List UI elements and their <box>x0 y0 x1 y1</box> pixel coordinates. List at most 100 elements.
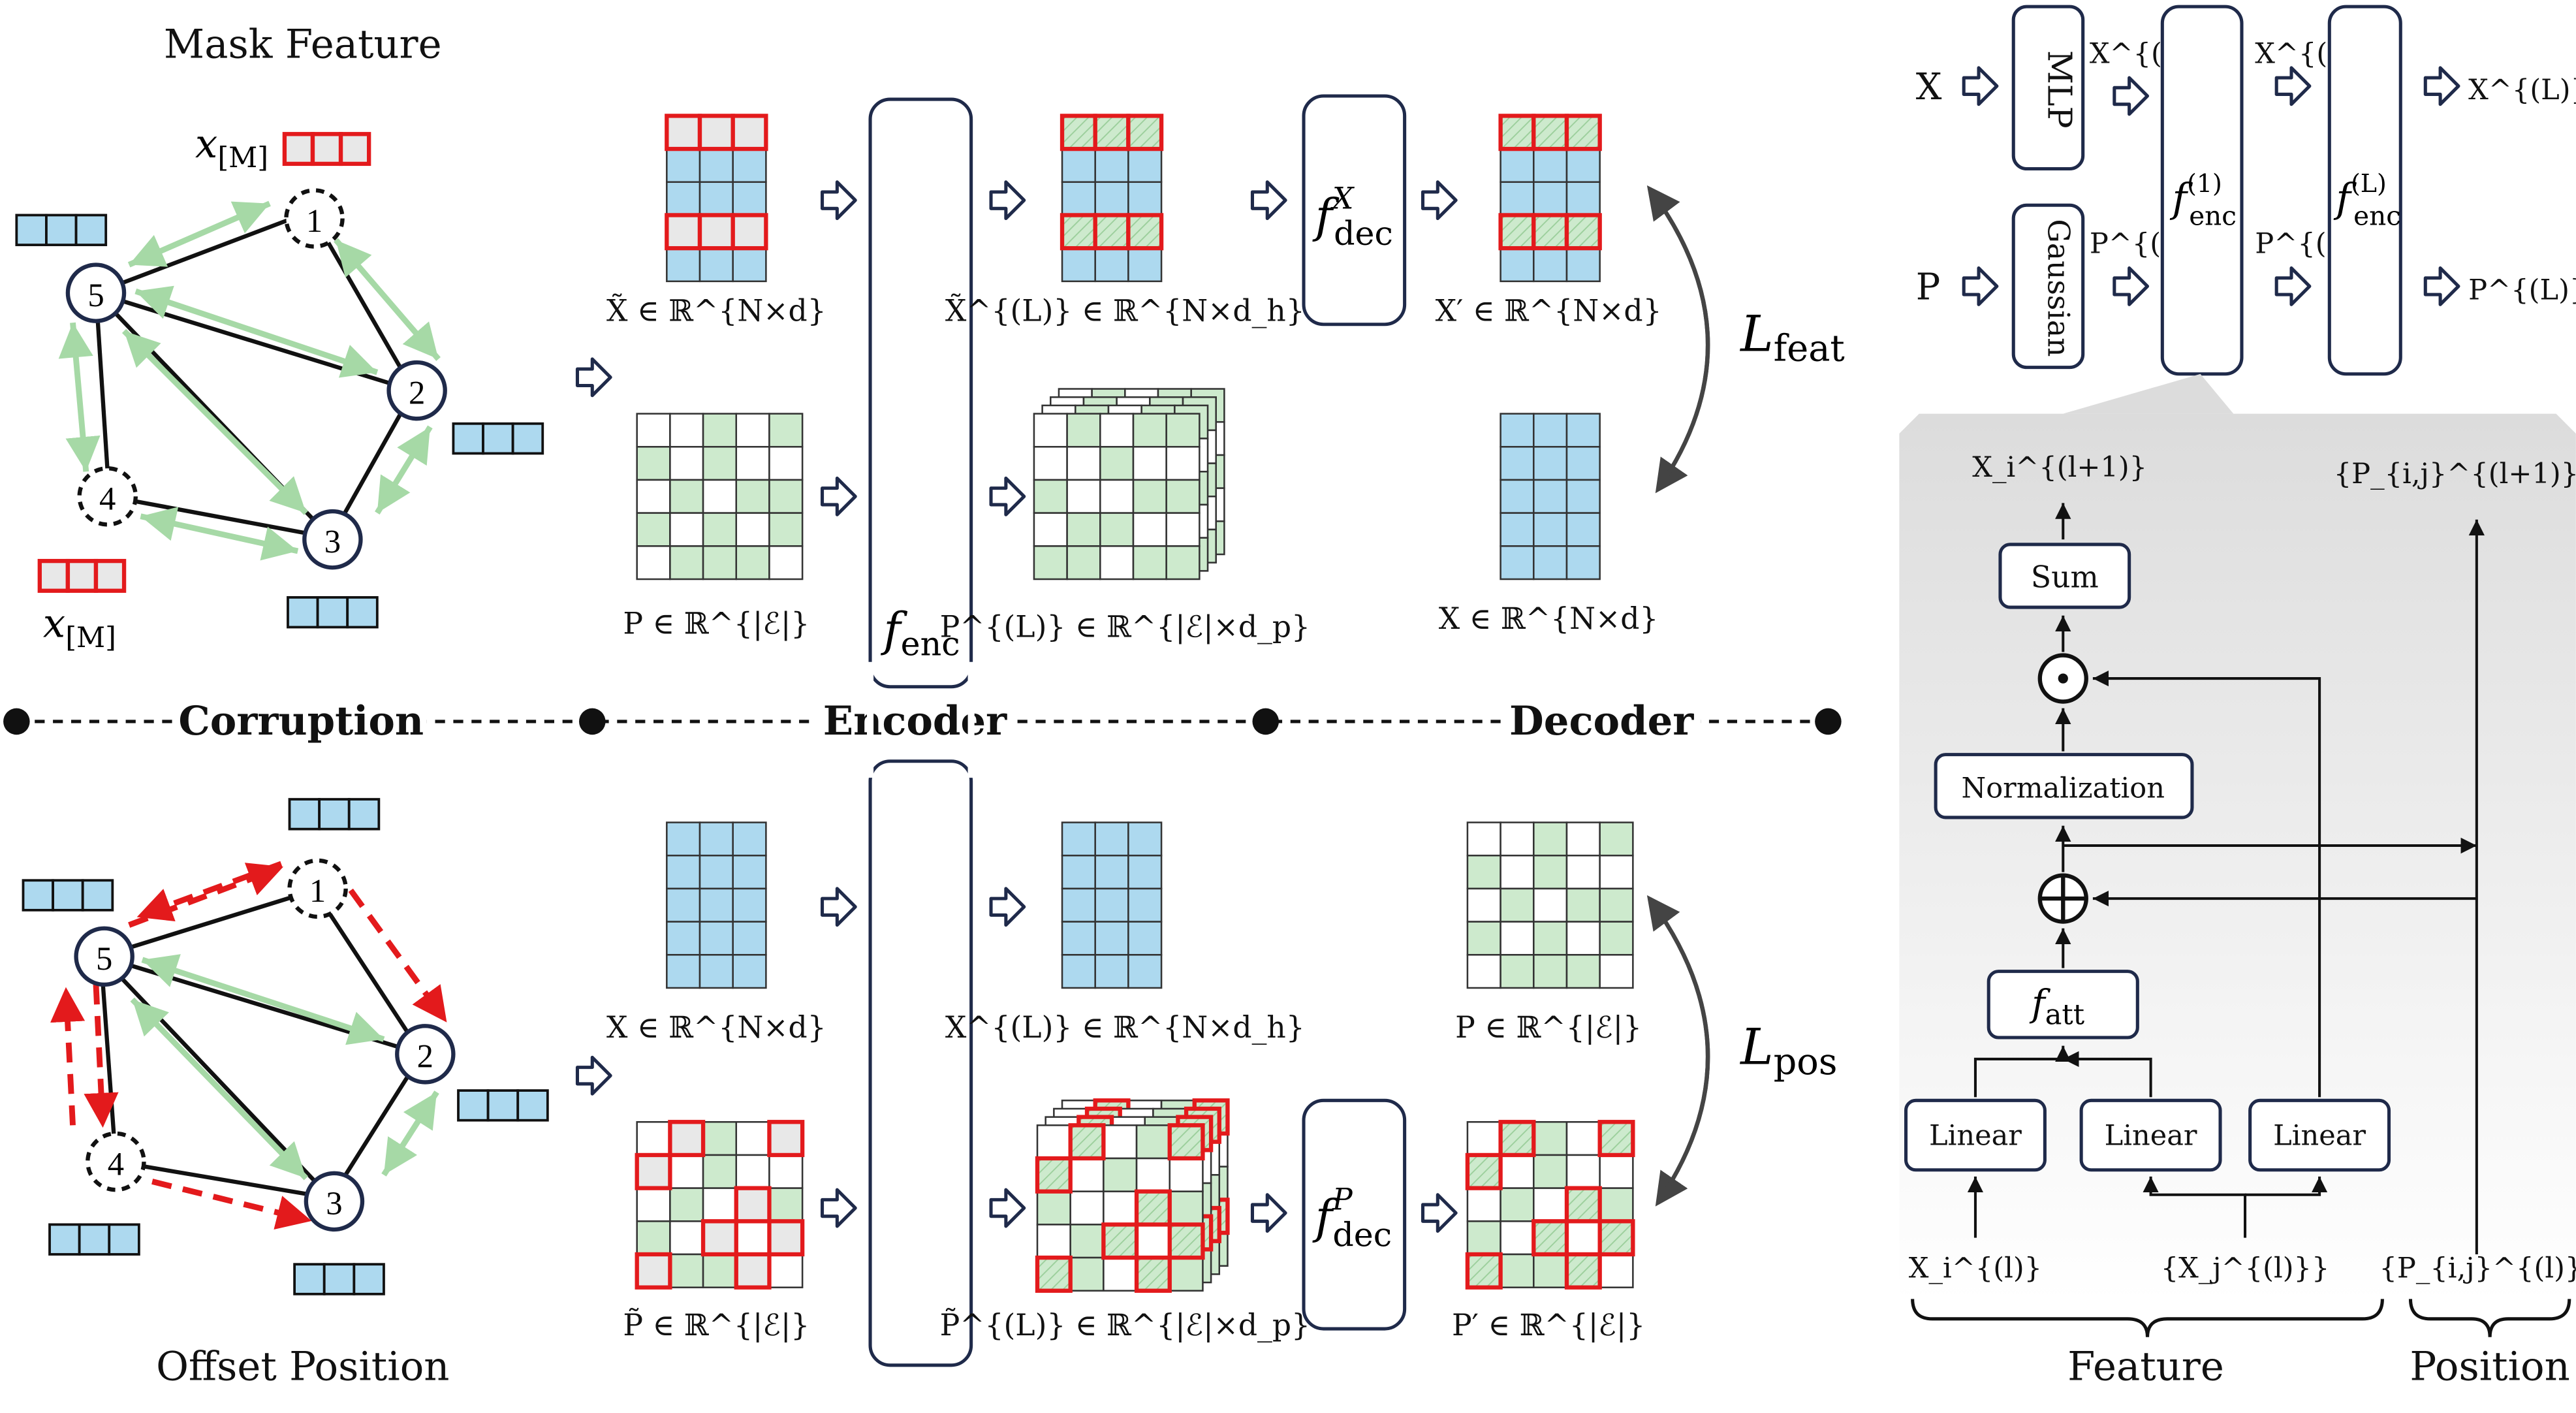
gaussian-label: Gaussian <box>2041 219 2075 357</box>
matrix-cell <box>768 545 804 580</box>
input-p: P <box>1916 266 1941 309</box>
matrix-cell <box>636 1220 671 1256</box>
loss-feat: Lfeat <box>1646 185 1845 494</box>
matrix-cell <box>666 247 701 283</box>
matrix-cell <box>1094 854 1129 890</box>
offset-bar-node1 <box>288 798 381 831</box>
x-target-matrix <box>1500 413 1601 580</box>
matrix-cell <box>666 181 701 216</box>
flow-arrow-icon <box>2113 266 2150 306</box>
matrix-cell <box>669 512 704 547</box>
matrix-cell <box>1599 1187 1634 1222</box>
offset-bar-node3 <box>293 1263 385 1295</box>
mask-token-label-bottom: x[M] <box>43 601 116 654</box>
svg-text:Lpos: Lpos <box>1739 1018 1837 1083</box>
matrix-cell <box>735 545 770 580</box>
matrix-cell <box>1500 445 1535 481</box>
xL-label: X^{(L)} <box>2468 74 2576 106</box>
matrix-cell <box>1099 479 1135 514</box>
matrix-cell <box>732 854 767 890</box>
matrix-cell <box>1466 887 1501 923</box>
matrix-cell <box>735 1220 770 1256</box>
matrix-cell <box>1033 413 1068 448</box>
matrix-cell <box>699 954 734 989</box>
svg-text:3: 3 <box>324 523 341 560</box>
matrix-cell <box>1127 954 1163 989</box>
svg-text:2: 2 <box>409 374 425 411</box>
offset-cell <box>635 1252 672 1290</box>
matrix-cell <box>1565 413 1601 448</box>
matrix-cell <box>1466 1120 1501 1156</box>
offset-cell <box>1531 1219 1569 1257</box>
flow-arrow-icon <box>575 357 612 398</box>
position-caption: Position <box>2410 1344 2569 1390</box>
flow-arrow-icon <box>2423 66 2460 106</box>
matrix-cell <box>699 921 734 956</box>
svg-text:2: 2 <box>417 1038 433 1075</box>
matrix-cell <box>1127 821 1163 857</box>
matrix-cell <box>699 854 734 890</box>
feature-bar-node2 <box>452 422 544 455</box>
matrix-cell <box>1565 1120 1601 1156</box>
stage-label-decoder: Decoder <box>1509 698 1694 744</box>
matrix-cell <box>1533 1253 1568 1288</box>
matrix-cell <box>768 1154 804 1189</box>
svg-text:4: 4 <box>108 1145 124 1182</box>
p-target-matrix <box>1466 821 1634 989</box>
offset-cell <box>734 1252 772 1290</box>
matrix-cell <box>1533 413 1568 448</box>
svg-text:1: 1 <box>309 872 326 909</box>
x-matrix <box>666 821 767 989</box>
matrix-cell <box>1565 887 1601 923</box>
matrix-cell <box>1094 181 1129 216</box>
masked-cell <box>730 114 768 151</box>
pL-label: P^{(L)} <box>2468 274 2576 307</box>
matrix-cell <box>1061 954 1096 989</box>
matrix-cell <box>1103 1190 1138 1226</box>
x-tilde-L-matrix <box>1060 114 1164 283</box>
matrix-cell <box>699 247 734 283</box>
offset-cell <box>1134 1255 1172 1293</box>
matrix-cell <box>1599 1253 1634 1288</box>
matrix-cell <box>636 479 671 514</box>
matrix-cell <box>1565 1220 1601 1256</box>
matrix-cell <box>1169 1190 1204 1226</box>
svg-text:Lfeat: Lfeat <box>1739 304 1845 370</box>
matrix-cell <box>666 954 701 989</box>
flow-arrow-icon <box>821 1188 857 1228</box>
matrix-cell <box>1565 854 1601 890</box>
matrix-cell <box>1099 413 1135 448</box>
green-message-edges <box>58 200 441 561</box>
matrix-cell <box>1132 512 1167 547</box>
formula-x-tilde: X̃ ∈ ℝ^{N×d} <box>606 293 826 328</box>
offset-cell <box>1564 1252 1602 1290</box>
offset-bar-node2 <box>457 1089 549 1122</box>
matrix-cell <box>699 821 734 857</box>
matrix-cell <box>702 545 738 580</box>
feature-bar-node5 <box>15 214 108 246</box>
matrix-cell <box>1033 479 1068 514</box>
matrix-cell <box>768 445 804 481</box>
matrix-cell <box>669 413 704 448</box>
offset-cell <box>1465 1152 1503 1190</box>
matrix-cell <box>1061 181 1096 216</box>
matrix-cell <box>1533 512 1568 547</box>
matrix-cell <box>1500 148 1535 183</box>
formula-x-dec: X ∈ ℝ^{N×d} <box>1439 601 1659 636</box>
formula-labels: X̃ ∈ ℝ^{N×d} P ∈ ℝ^{|ℰ|} X ∈ ℝ^{N×d} P̃ … <box>606 293 1662 1342</box>
offset-cell <box>1101 1222 1139 1260</box>
matrix-cell <box>1069 1157 1105 1192</box>
flow-arrow-icon <box>1962 266 1999 306</box>
matrix-cell <box>702 479 738 514</box>
matrix-cell <box>1565 954 1601 989</box>
matrix-cell <box>1135 1157 1171 1192</box>
position-brace <box>2408 1299 2571 1337</box>
linear-label-3: Linear <box>2273 1120 2366 1152</box>
matrix-cell <box>1533 921 1568 956</box>
matrix-cell <box>1533 954 1568 989</box>
matrix-cell <box>1165 445 1201 481</box>
svg-text:5: 5 <box>87 277 104 313</box>
matrix-cell <box>702 1253 738 1288</box>
matrix-cell <box>1533 545 1568 580</box>
